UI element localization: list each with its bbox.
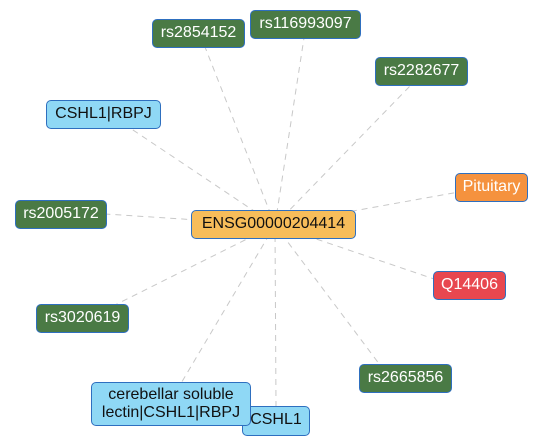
edge-center-cshl1-rbpj — [129, 127, 276, 226]
node-rs2854152[interactable]: rs2854152 — [152, 19, 245, 48]
edge-center-rs2854152 — [204, 46, 276, 226]
edge-center-rs2282677 — [274, 85, 411, 226]
node-rs116993097[interactable]: rs116993097 — [250, 10, 361, 39]
node-ensg00000204414[interactable]: ENSG00000204414 — [191, 210, 356, 239]
edge-center-rs3020619 — [114, 224, 276, 306]
node-rs2665856[interactable]: rs2665856 — [359, 364, 452, 393]
node-pituitary[interactable]: Pituitary — [455, 173, 528, 202]
node-rs2282677[interactable]: rs2282677 — [375, 57, 468, 86]
edge-center-q14406 — [274, 224, 441, 282]
node-rs2005172[interactable]: rs2005172 — [15, 200, 107, 229]
node-cshl1-rbpj[interactable]: CSHL1|RBPJ — [46, 100, 161, 129]
node-cerebellar-soluble-lectin[interactable]: cerebellar soluble lectin|CSHL1|RBPJ — [91, 382, 251, 426]
edge-center-rs2665856 — [274, 224, 381, 366]
edge-center-cshl1 — [274, 224, 277, 408]
node-rs3020619[interactable]: rs3020619 — [36, 304, 129, 333]
node-q14406[interactable]: Q14406 — [433, 271, 506, 300]
edge-center-cerebellar — [179, 224, 276, 386]
edge-center-rs116993097 — [274, 37, 305, 226]
node-cshl1[interactable]: CSHL1 — [242, 406, 310, 436]
